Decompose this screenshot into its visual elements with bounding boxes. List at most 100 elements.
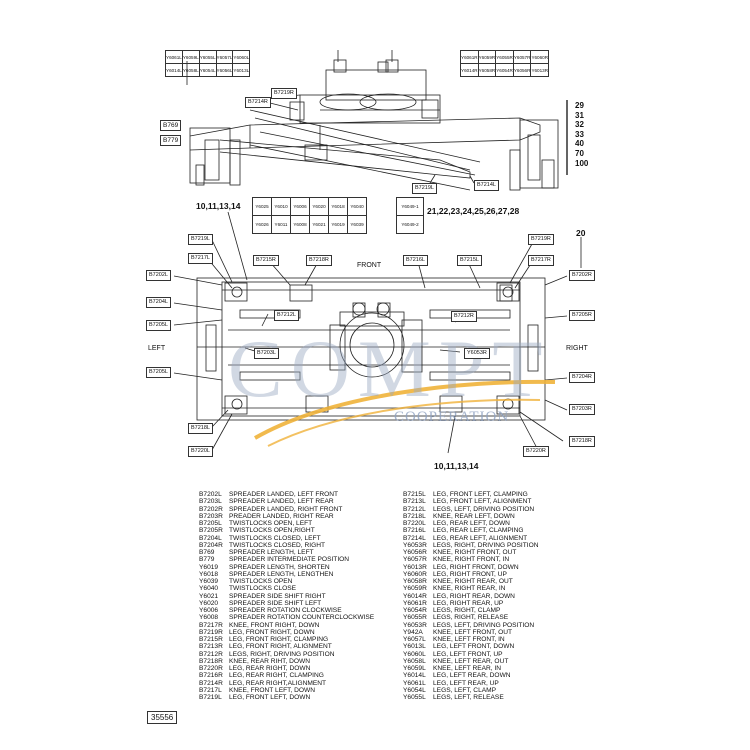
grid-cell: Y6059L: [181, 50, 200, 64]
legend-code: B7219R: [199, 628, 223, 636]
legend-description: LEG, REAR LEFT, DOWN: [433, 520, 510, 527]
legend-code: B7212L: [403, 505, 426, 513]
legend-code: Y6057R: [403, 556, 427, 564]
tag-b7204r: B7204R: [569, 372, 595, 383]
tag-b7205l: B7205L: [146, 320, 171, 331]
legend-description: KNEE, LEFT REAR, IN: [433, 665, 502, 672]
grid-cell: Y6055R: [495, 50, 514, 64]
grid-cell: Y6059R: [477, 50, 497, 64]
number-item: 40: [575, 139, 584, 149]
legend-description: TWISTLOCKS CLOSED, RIGHT: [229, 541, 325, 549]
tag-b7218r: B7218R: [306, 255, 332, 266]
front-label: FRONT: [357, 262, 382, 269]
legend-description: SPREADER LANDED, RIGHT FRONT: [229, 505, 343, 513]
legend-code: B7205L: [199, 520, 222, 527]
callout-20: 20: [576, 228, 586, 238]
legend-code: Y6020: [199, 599, 219, 607]
top-left-valve-grid: Y6061L Y6059L Y6055L Y6057L Y6060L Y6014…: [165, 50, 251, 77]
legend-description: TWISTLOCKS OPEN, LEFT: [229, 520, 313, 527]
legend-description: KNEE, LEFT FRONT, IN: [433, 636, 505, 643]
watermark-text: COMPT: [228, 323, 551, 414]
callout-bottom-numbers: 10,11,13,14: [434, 461, 479, 471]
grid-row: Y6026 Y6011 Y6008 Y6021 Y6019 Y6039: [252, 215, 367, 234]
tag-y6053r: Y6053R: [464, 348, 490, 359]
legend-code: B7204L: [199, 534, 222, 542]
legend-description: LEGS, RIGHT, DRIVING POSITION: [229, 650, 335, 658]
legend-code: B7216R: [199, 672, 223, 680]
legend-description: LEG, REAR RIGHT, DOWN: [229, 665, 311, 672]
legend-description: SPREADER LENGTH, LENGTHEN: [229, 570, 334, 578]
grid-row: Y6025 Y6010 Y6006 Y6020 Y6018 Y6040: [252, 197, 367, 216]
grid-cell: Y6019: [328, 215, 348, 234]
legend-code: Y6058R: [403, 578, 427, 585]
grid-cell: Y6054L: [198, 63, 217, 77]
legend-description: SPREADER ROTATION CLOCKWISE: [229, 607, 342, 614]
legend-code: Y6019: [199, 563, 219, 571]
legend-code: Y6013R: [403, 563, 427, 571]
legend-code: B7202R: [199, 505, 223, 513]
legend-code: B7215R: [199, 636, 223, 643]
tag-b7218l: B7218L: [188, 423, 213, 434]
legend-code: B7215L: [403, 491, 426, 498]
grid-cell: Y6060L: [232, 50, 251, 64]
legend-description: KNEE, RIGHT REAR, OUT: [433, 578, 513, 585]
legend-description: LEGS, RIGHT, RELEASE: [433, 614, 509, 622]
legend-code: Y6006: [199, 607, 219, 614]
number-item: 33: [575, 129, 584, 139]
legend-code: Y6060R: [403, 570, 427, 578]
legend-row: Y6006 SPREADER ROTATION CLOCKWISE: [199, 607, 374, 614]
grid-cell: Y6056L: [215, 63, 234, 77]
legend-description: KNEE, LEFT FRONT, OUT: [433, 628, 513, 636]
tag-b7202l: B7202L: [146, 270, 171, 281]
legend-description: LEG, RIGHT REAR, DOWN: [433, 592, 515, 600]
watermark-subtext: COOPERATION: [394, 409, 510, 425]
legend-description: KNEE, FRONT RIGHT, DOWN: [229, 621, 320, 629]
right-label: RIGHT: [566, 345, 588, 352]
small-valve-grid: Y6049-1 Y6049-2: [396, 197, 424, 234]
grid-cell: Y6013L: [232, 63, 251, 77]
legend-code: Y6059L: [403, 665, 426, 672]
legend-row: B7212R LEGS, RIGHT, DRIVING POSITION: [199, 651, 374, 658]
grid-cell: Y6049-2: [396, 215, 424, 234]
center-valve-grid: Y6025 Y6010 Y6006 Y6020 Y6018 Y6040 Y602…: [252, 197, 367, 234]
tag-b779: B779: [160, 135, 182, 146]
legend-code: B779: [199, 556, 215, 564]
legend-description: TWISTLOCKS OPEN: [229, 578, 293, 585]
legend-description: SPREADER SIDE SHIFT LEFT: [229, 599, 322, 607]
document-code: 35556: [147, 711, 178, 724]
grid-cell: Y6061L: [165, 50, 183, 64]
grid-cell: Y6061R: [460, 50, 479, 64]
legend-code: B7212R: [199, 650, 223, 658]
number-item: 31: [575, 110, 584, 120]
legend-code: B7203L: [199, 498, 222, 506]
legend-description: LEGS, RIGHT, CLAMP: [433, 607, 501, 614]
legend-code: B7220R: [199, 665, 223, 672]
legend-description: LEG, FRONT LEFT, DOWN: [229, 694, 311, 701]
legend-description: SPREADER LENGTH, LEFT: [229, 549, 314, 556]
legend-row: Y6058R KNEE, RIGHT REAR, OUT: [403, 578, 539, 585]
